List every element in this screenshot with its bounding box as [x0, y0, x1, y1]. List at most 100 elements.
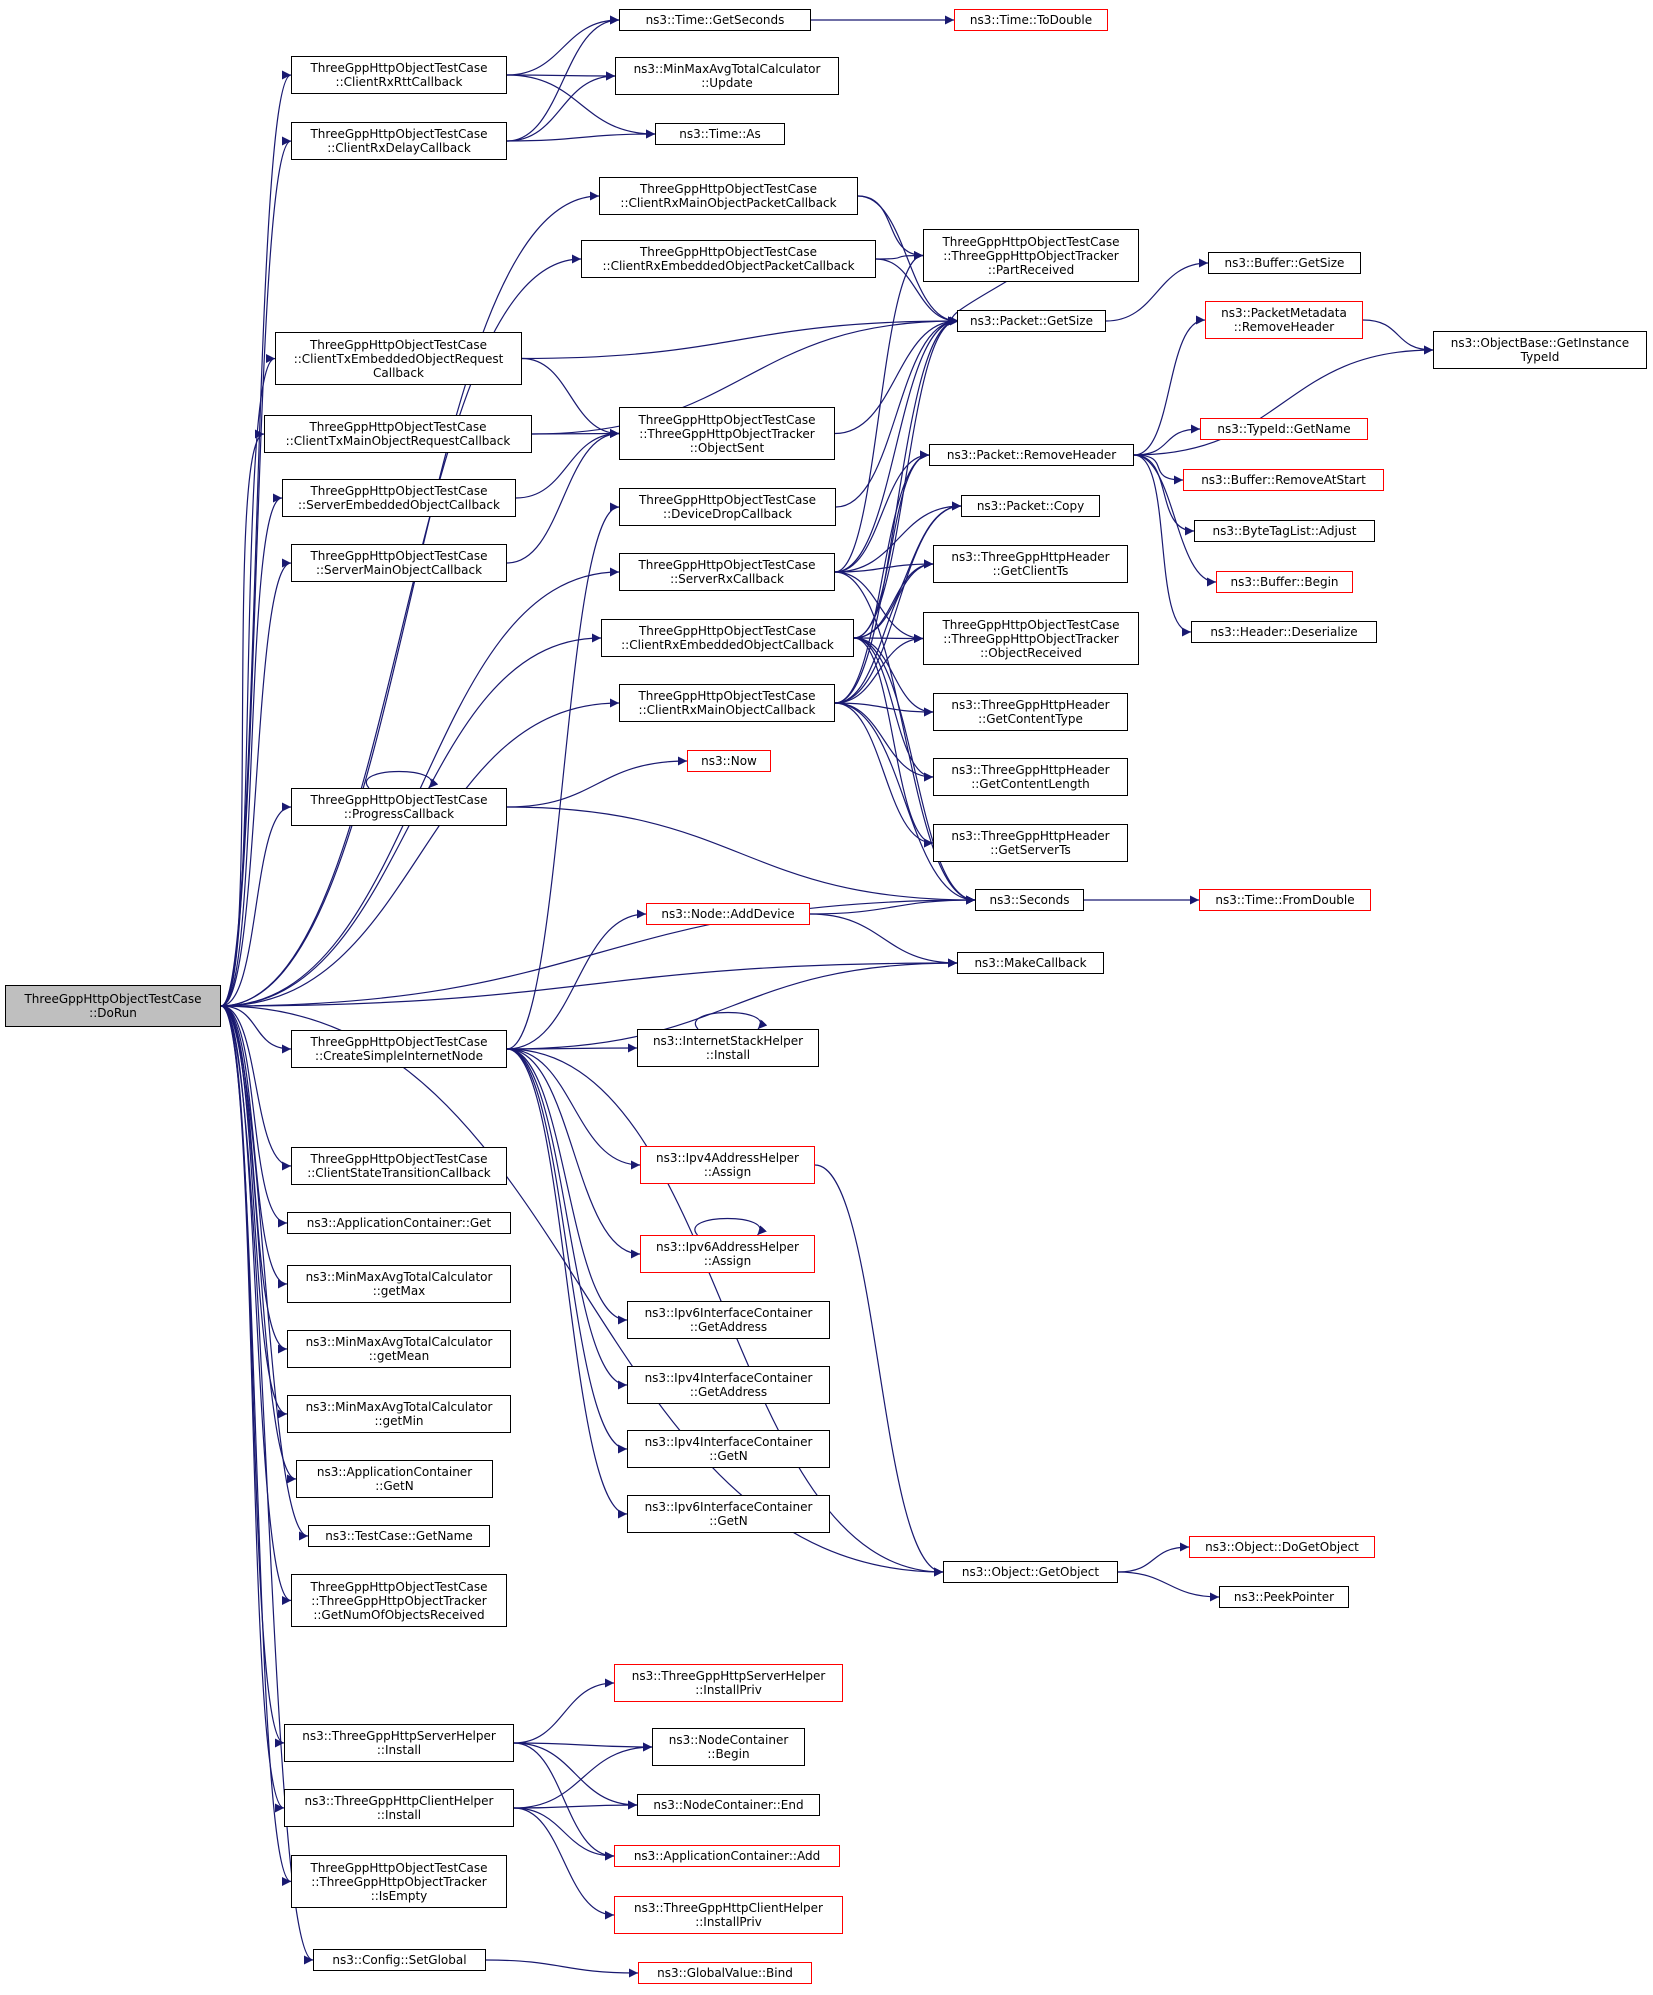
node-cstate[interactable]: ThreeGppHttpObjectTestCase::ClientStateT… — [291, 1147, 507, 1185]
node-ipv4getaddr[interactable]: ns3::Ipv4InterfaceContainer::GetAddress — [627, 1366, 830, 1404]
node-ncend[interactable]: ns3::NodeContainer::End — [637, 1794, 820, 1816]
node-objsent[interactable]: ThreeGppHttpObjectTestCase::ThreeGppHttp… — [619, 407, 835, 460]
node-srvhelpinst[interactable]: ns3::ThreeGppHttpServerHelper::Install — [284, 1724, 514, 1762]
edge-dorun-to-srvemb — [220, 493, 283, 1007]
node-timeas[interactable]: ns3::Time::As — [655, 123, 785, 145]
node-ctxembreq[interactable]: ThreeGppHttpObjectTestCase::ClientTxEmbe… — [275, 332, 522, 385]
node-ipv6assign[interactable]: ns3::Ipv6AddressHelper::Assign — [640, 1235, 815, 1273]
edge-crxmain-to-hdrservts — [834, 702, 934, 848]
node-hdrclientts[interactable]: ns3::ThreeGppHttpHeader::GetClientTs — [933, 545, 1128, 583]
node-tcgetname[interactable]: ns3::TestCase::GetName — [308, 1525, 490, 1547]
node-nodeadddev[interactable]: ns3::Node::AddDevice — [646, 903, 810, 925]
node-label-line: ::Assign — [703, 1254, 752, 1268]
node-objgetobj[interactable]: ns3::Object::GetObject — [943, 1561, 1118, 1583]
node-timefromdbl[interactable]: ns3::Time::FromDouble — [1199, 889, 1371, 911]
node-pktcopy[interactable]: ns3::Packet::Copy — [961, 495, 1100, 517]
node-label-line: TypeId — [1520, 350, 1560, 364]
node-gvbind[interactable]: ns3::GlobalValue::Bind — [638, 1962, 812, 1984]
node-appadd[interactable]: ns3::ApplicationContainer::Add — [614, 1845, 840, 1867]
node-timetodouble[interactable]: ns3::Time::ToDouble — [954, 9, 1108, 31]
node-ctxmainreq[interactable]: ThreeGppHttpObjectTestCase::ClientTxMain… — [264, 415, 532, 453]
node-hdrdeser[interactable]: ns3::Header::Deserialize — [1191, 621, 1377, 643]
node-hdrclen[interactable]: ns3::ThreeGppHttpHeader::GetContentLengt… — [933, 758, 1128, 796]
node-createnode[interactable]: ThreeGppHttpObjectTestCase::CreateSimple… — [291, 1030, 507, 1068]
node-ipv4assign[interactable]: ns3::Ipv4AddressHelper::Assign — [640, 1146, 815, 1184]
node-isempty[interactable]: ThreeGppHttpObjectTestCase::ThreeGppHttp… — [291, 1855, 507, 1908]
node-pktgetsize[interactable]: ns3::Packet::GetSize — [957, 310, 1106, 332]
node-hdrservts[interactable]: ns3::ThreeGppHttpHeader::GetServerTs — [933, 824, 1128, 862]
node-getseconds[interactable]: ns3::Time::GetSeconds — [619, 9, 811, 31]
node-label-line: ::ServerMainObjectCallback — [315, 563, 483, 577]
node-partrecv[interactable]: ThreeGppHttpObjectTestCase::ThreeGppHttp… — [923, 229, 1139, 282]
edge-crxmain-to-pktcopy — [834, 501, 962, 704]
node-nsnow[interactable]: ns3::Now — [687, 750, 771, 772]
node-appgetn[interactable]: ns3::ApplicationContainer::GetN — [296, 1460, 493, 1498]
node-crxembpkt[interactable]: ThreeGppHttpObjectTestCase::ClientRxEmbe… — [581, 240, 876, 278]
node-pktrmhdr[interactable]: ns3::Packet::RemoveHeader — [929, 444, 1134, 466]
node-cliinstpriv[interactable]: ns3::ThreeGppHttpClientHelper::InstallPr… — [614, 1896, 843, 1934]
node-nsseconds[interactable]: ns3::Seconds — [975, 889, 1084, 911]
edge-nodeadddev-to-makecb — [809, 913, 958, 968]
edge-createnode-to-ipv6getn — [506, 1048, 628, 1519]
edge-clihelpinst-to-cliinstpriv — [513, 1807, 615, 1920]
edge-createnode-to-ipv6assign — [506, 1048, 641, 1259]
node-devdrop[interactable]: ThreeGppHttpObjectTestCase::DeviceDropCa… — [619, 488, 836, 526]
node-srvrx[interactable]: ThreeGppHttpObjectTestCase::ServerRxCall… — [619, 553, 835, 591]
node-appget[interactable]: ns3::ApplicationContainer::Get — [287, 1212, 511, 1234]
node-label-line: ::InstallPriv — [695, 1683, 762, 1697]
node-crxmainpkt[interactable]: ThreeGppHttpObjectTestCase::ClientRxMain… — [599, 177, 858, 215]
edge-clihelpinst-to-ncbegin — [513, 1742, 653, 1809]
node-ipv6getn[interactable]: ns3::Ipv6InterfaceContainer::GetN — [627, 1495, 830, 1533]
node-bufbegin[interactable]: ns3::Buffer::Begin — [1216, 571, 1353, 593]
node-label-line: ::ProgressCallback — [343, 807, 455, 821]
node-crxdelay[interactable]: ThreeGppHttpObjectTestCase::ClientRxDela… — [291, 122, 507, 160]
node-ncbegin[interactable]: ns3::NodeContainer::Begin — [652, 1728, 805, 1766]
node-label-line: ::GetNumOfObjectsReceived — [313, 1607, 485, 1622]
node-makecb[interactable]: ns3::MakeCallback — [957, 952, 1104, 974]
node-crxemb[interactable]: ThreeGppHttpObjectTestCase::ClientRxEmbe… — [601, 619, 854, 657]
node-label-line: ::ClientRxEmbeddedObjectPacketCallback — [602, 259, 855, 273]
edge-crxdelay-to-minmaxupd — [506, 71, 616, 142]
edge-crxmain-to-hdrclen — [834, 702, 934, 782]
edge-crxemb-to-hdrctype — [853, 637, 934, 717]
node-crxmain[interactable]: ThreeGppHttpObjectTestCase::ClientRxMain… — [619, 684, 835, 722]
node-getmin[interactable]: ns3::MinMaxAvgTotalCalculator::getMin — [287, 1395, 511, 1433]
node-btladjust[interactable]: ns3::ByteTagList::Adjust — [1194, 520, 1375, 542]
node-objrecv[interactable]: ThreeGppHttpObjectTestCase::ThreeGppHttp… — [923, 612, 1139, 665]
node-peekptr[interactable]: ns3::PeekPointer — [1219, 1586, 1349, 1608]
node-pmrmhdr[interactable]: ns3::PacketMetadata::RemoveHeader — [1205, 301, 1363, 339]
node-bufgetsize[interactable]: ns3::Buffer::GetSize — [1208, 252, 1361, 274]
node-ipv4getn[interactable]: ns3::Ipv4InterfaceContainer::GetN — [627, 1430, 830, 1468]
node-label-line: ns3::ThreeGppHttpHeader — [951, 763, 1110, 777]
node-inetinst[interactable]: ns3::InternetStackHelper::Install — [637, 1029, 819, 1067]
node-ipv6getaddr[interactable]: ns3::Ipv6InterfaceContainer::GetAddress — [627, 1301, 830, 1339]
edge-dorun-to-makecb — [220, 958, 958, 1007]
node-srvmain[interactable]: ThreeGppHttpObjectTestCase::ServerMainOb… — [291, 544, 507, 582]
node-hdrctype[interactable]: ns3::ThreeGppHttpHeader::GetContentType — [933, 693, 1128, 731]
node-clihelpinst[interactable]: ns3::ThreeGppHttpClientHelper::Install — [284, 1789, 514, 1827]
node-progress[interactable]: ThreeGppHttpObjectTestCase::ProgressCall… — [291, 788, 507, 826]
node-bufrmstart[interactable]: ns3::Buffer::RemoveAtStart — [1183, 469, 1384, 491]
node-setglobal[interactable]: ns3::Config::SetGlobal — [313, 1949, 486, 1971]
node-label-line: ::ClientRxDelayCallback — [327, 141, 471, 155]
node-getmean[interactable]: ns3::MinMaxAvgTotalCalculator::getMean — [287, 1330, 511, 1368]
node-objdoget[interactable]: ns3::Object::DoGetObject — [1189, 1536, 1375, 1558]
node-getmax[interactable]: ns3::MinMaxAvgTotalCalculator::getMax — [287, 1265, 511, 1303]
node-label-line: Callback — [373, 365, 424, 380]
node-label-line: ::DeviceDropCallback — [663, 507, 792, 521]
node-label-line: ns3::Now — [701, 754, 757, 768]
node-tidgetname[interactable]: ns3::TypeId::GetName — [1200, 418, 1368, 440]
node-crxrtt[interactable]: ThreeGppHttpObjectTestCase::ClientRxRttC… — [291, 56, 507, 94]
node-getnumobj[interactable]: ThreeGppHttpObjectTestCase::ThreeGppHttp… — [291, 1574, 507, 1627]
edge-dorun-to-cstate — [220, 1005, 292, 1171]
node-label-line: ns3::Config::SetGlobal — [332, 1953, 467, 1967]
node-minmaxupd[interactable]: ns3::MinMaxAvgTotalCalculator::Update — [615, 57, 839, 95]
edge-crxmainpkt-to-pktgetsize — [857, 195, 958, 326]
node-srvemb[interactable]: ThreeGppHttpObjectTestCase::ServerEmbedd… — [282, 479, 516, 517]
node-label-line: ns3::MakeCallback — [974, 956, 1087, 970]
edge-progress-to-nsseconds — [506, 806, 976, 905]
node-srvinstpriv[interactable]: ns3::ThreeGppHttpServerHelper::InstallPr… — [614, 1664, 843, 1702]
node-label-line: ThreeGppHttpObjectTestCase — [310, 61, 488, 75]
